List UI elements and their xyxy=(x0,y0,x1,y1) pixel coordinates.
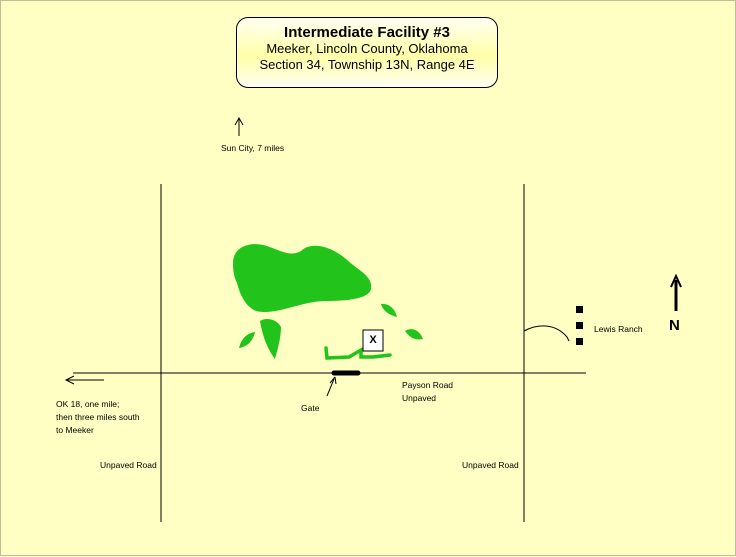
sun-city-label: Sun City, 7 miles xyxy=(221,143,285,153)
facility-marker-label: X xyxy=(369,334,377,346)
payson-road-label: Payson Road xyxy=(402,380,454,390)
unpaved-road-right-label: Unpaved Road xyxy=(462,460,519,470)
ok18-label-line1: OK 18, one mile; xyxy=(56,399,120,409)
tree-line xyxy=(324,346,392,360)
tree-area-large xyxy=(233,244,372,313)
gate-arrowhead xyxy=(329,376,337,385)
lewis-ranch-driveway xyxy=(523,325,570,342)
tree-area-5 xyxy=(405,329,423,340)
lewis-ranch-label: Lewis Ranch xyxy=(594,324,643,334)
map-location: Meeker, Lincoln County, Oklahoma xyxy=(266,41,468,56)
north-arrowhead xyxy=(670,273,682,288)
sun-city-arrowhead xyxy=(234,116,244,126)
tree-area-2 xyxy=(260,319,281,359)
title-box: Intermediate Facility #3 Meeker, Lincoln… xyxy=(236,17,498,88)
west-arrowhead xyxy=(64,375,75,385)
ok18-label-line3: to Meeker xyxy=(56,425,94,435)
facility-marker-box[interactable] xyxy=(362,329,384,352)
unpaved-road-left-label: Unpaved Road xyxy=(100,460,157,470)
map-title: Intermediate Facility #3 xyxy=(284,24,450,41)
ranch-building-2 xyxy=(576,322,583,329)
tree-area-4 xyxy=(381,303,397,317)
tree-area-3 xyxy=(239,332,255,348)
map-legal-description: Section 34, Township 13N, Range 4E xyxy=(259,57,475,72)
ok18-label-line2: then three miles south xyxy=(56,412,140,422)
north-label: N xyxy=(669,317,680,334)
gate-label: Gate xyxy=(301,403,320,413)
ranch-building-3 xyxy=(576,338,583,345)
payson-unpaved-label: Unpaved xyxy=(402,393,437,403)
ranch-building-1 xyxy=(576,306,583,313)
gate-pointer xyxy=(326,378,335,397)
